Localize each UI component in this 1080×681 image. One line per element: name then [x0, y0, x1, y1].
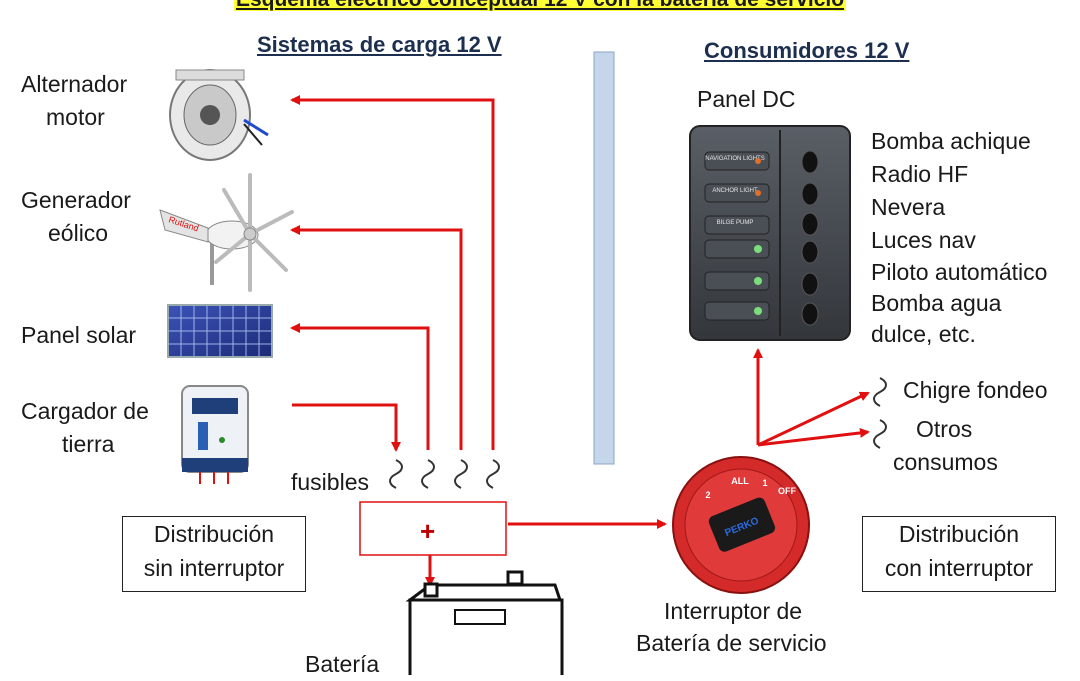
consumer-item: Radio HF — [871, 161, 969, 187]
battery-label: Batería — [305, 651, 380, 677]
consumer-item: Luces nav — [871, 227, 976, 253]
alternator-icon — [169, 69, 269, 161]
distribution-with-switch-box: Distribución con interruptor — [862, 516, 1056, 592]
arrow-to-anchor-winch — [757, 391, 870, 447]
divider-bar — [593, 51, 615, 465]
battery-switch-icon: PERKO 2 ALL 1 OFF — [672, 456, 810, 594]
switch-position-1: 1 — [762, 478, 767, 488]
arrow-wind — [290, 225, 463, 450]
fuses-label: fusibles — [291, 469, 369, 495]
fuse-icon — [454, 459, 468, 489]
arrow-charger — [292, 403, 401, 452]
consumer-item: Bomba achique — [871, 128, 1031, 154]
switch-position-2: 2 — [705, 490, 710, 500]
source-label-solar: Panel solar — [21, 322, 137, 348]
source-label-alternator-2: motor — [46, 104, 105, 130]
panel-switch-label: BILGE PUMP — [717, 220, 754, 226]
anchor-winch-label: Chigre fondeo — [903, 377, 1048, 403]
arrow-solar — [290, 323, 430, 450]
fuse-icon — [421, 459, 435, 489]
dc-panel-icon: NAVIGATION LIGHTS ANCHOR LIGHT BILGE PUM… — [689, 125, 851, 341]
charging-heading: Sistemas de carga 12 V — [257, 32, 502, 57]
consumer-item: Piloto automático — [871, 259, 1048, 285]
box-right-line2: con interruptor — [884, 555, 1034, 581]
busbar-plus: + — [420, 516, 436, 546]
panel-switch-label: NAVIGATION LIGHTS — [705, 156, 764, 162]
switch-position-all: ALL — [731, 476, 749, 486]
arrow-alternator — [290, 95, 495, 450]
consumer-item: Nevera — [871, 194, 946, 220]
source-label-alternator-1: Alternador — [21, 71, 128, 97]
fuse-icon — [486, 459, 500, 489]
fuse-icon — [389, 459, 403, 489]
box-right-line1: Distribución — [898, 521, 1020, 547]
arrow-to-other-loads — [757, 427, 870, 447]
fuse-icon — [873, 419, 887, 449]
consumer-item: dulce, etc. — [871, 321, 976, 347]
battery-icon — [405, 570, 564, 675]
consumer-item: Bomba agua — [871, 290, 1002, 316]
panel-switch-label: ANCHOR LIGHT — [712, 188, 758, 194]
source-label-charger-2: tierra — [62, 431, 115, 457]
source-label-wind-2: eólico — [48, 220, 109, 246]
source-label-charger-1: Cargador de — [21, 398, 149, 424]
switch-position-off: OFF — [778, 486, 796, 496]
diagram-title: Esquema eléctrico conceptual 12 V con la… — [0, 0, 1080, 12]
box-left-line2: sin interruptor — [143, 555, 285, 581]
source-label-wind-1: Generador — [21, 187, 131, 213]
fuse-icon — [873, 377, 887, 407]
shore-charger-icon — [181, 385, 249, 484]
other-loads-label-1: Otros — [916, 416, 973, 442]
fuses-group — [389, 459, 500, 489]
other-loads-label-2: consumos — [893, 449, 998, 475]
switch-label-1: Interruptor de — [664, 598, 803, 624]
panel-dc-label: Panel DC — [697, 86, 796, 112]
box-left-line1: Distribución — [153, 521, 275, 547]
wind-generator-icon: Rutland — [159, 173, 294, 292]
solar-panel-icon — [167, 304, 273, 358]
positive-busbar — [359, 501, 507, 556]
consumers-heading: Consumidores 12 V — [704, 38, 910, 63]
switch-label-2: Batería de servicio — [636, 630, 827, 656]
distribution-without-switch-box: Distribución sin interruptor — [122, 516, 306, 592]
